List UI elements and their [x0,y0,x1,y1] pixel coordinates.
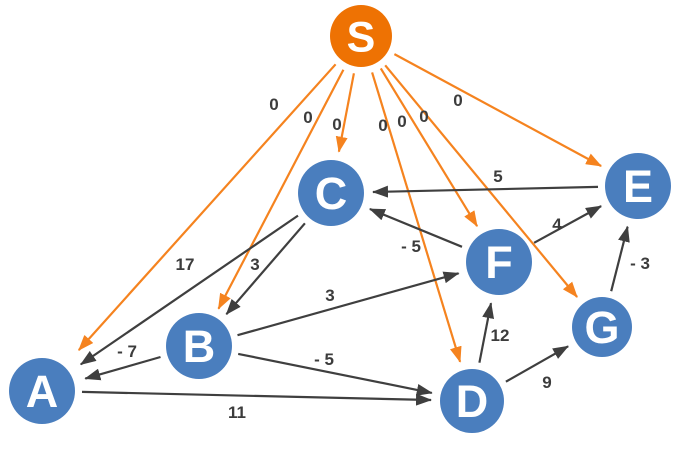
edge-weight-C-A: 17 [176,255,195,274]
edge-weight-F-E: 4 [552,215,562,234]
edge-weight-S-F: 0 [397,112,406,131]
edge-weight-S-E: 0 [453,91,462,110]
node-G[interactable]: G [572,297,632,357]
node-B[interactable]: B [166,313,232,379]
edge-S-E [393,53,602,167]
node-circle-G[interactable] [572,297,632,357]
edge-weight-S-G: 0 [419,107,428,126]
edge-B-D [237,352,433,396]
edge-weight-B-F: 3 [325,286,334,305]
source-node-circle-S[interactable] [330,5,392,67]
edge-S-A [77,63,337,351]
node-C[interactable]: C [298,160,364,226]
node-S[interactable]: S [330,5,392,67]
edge-C-B [225,222,306,315]
edge-D-F [478,302,495,363]
edge-S-D [371,72,462,363]
node-E[interactable]: E [605,153,671,219]
edge-weight-C-B: 3 [250,255,259,274]
edge-weight-G-E: - 3 [630,254,650,273]
edge-B-F [237,271,460,337]
edge-S-G [384,64,578,298]
edge-F-C [368,207,463,248]
node-D[interactable]: D [440,369,504,433]
edge-weight-B-D: - 5 [314,350,334,369]
edge-G-E [610,225,630,292]
edge-weight-B-A: - 7 [117,342,137,361]
edge-weight-S-D: 0 [378,116,387,135]
edge-S-B [217,69,345,310]
node-A[interactable]: A [9,358,75,424]
edge-weight-D-F: 12 [491,326,510,345]
edge-weight-D-G: 9 [542,373,551,392]
edge-weight-E-C: 5 [493,167,502,186]
node-circle-C[interactable] [298,160,364,226]
edge-weight-F-C: - 5 [401,237,421,256]
edge-S-C [335,73,355,153]
edge-C-A [79,214,299,366]
node-F[interactable]: F [466,229,532,295]
edge-weight-S-B: 0 [303,108,312,127]
edge-weight-S-C: 0 [332,115,341,134]
edge-E-C [372,185,599,198]
edge-D-G [505,345,569,383]
edge-A-D [81,390,432,406]
edge-weight-A-D: 11 [228,403,246,422]
edge-S-F [379,67,479,228]
edge-weight-S-A: 0 [269,95,278,114]
node-circle-A[interactable] [9,358,75,424]
node-circle-F[interactable] [466,229,532,295]
node-circle-B[interactable] [166,313,232,379]
edge-B-A [84,355,161,381]
node-circle-D[interactable] [440,369,504,433]
node-circle-E[interactable] [605,153,671,219]
edge-F-E [533,205,602,244]
